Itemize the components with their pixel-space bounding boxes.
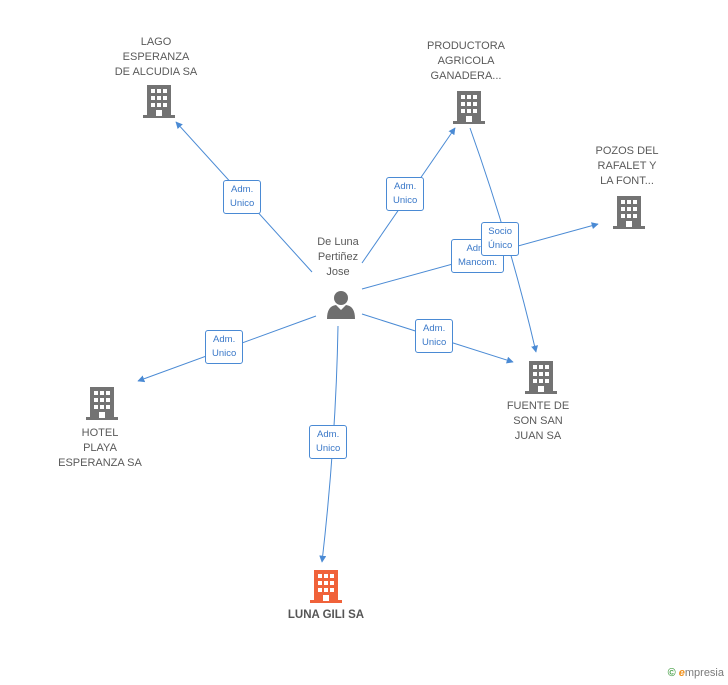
building-icon-main[interactable] [310,570,342,603]
brand-footer[interactable]: ©empresia [668,667,724,679]
edge-label-luna[interactable]: Adm. Unico [309,425,348,459]
copyright-icon: © [667,667,676,679]
building-icon[interactable] [453,91,485,124]
edge-label-socio[interactable]: Socio Único [481,222,520,256]
edge-label-productora[interactable]: Adm. Unico [386,177,425,211]
building-icon[interactable] [525,361,557,394]
person-label[interactable]: De Luna Pertiñez Jose [317,236,359,278]
company-label-fuente[interactable]: FUENTE DE SON SAN JUAN SA [506,400,570,442]
edge-label-fuente[interactable]: Adm. Unico [415,319,454,353]
brand-name: mpresia [684,667,724,679]
edge-label-hotel[interactable]: Adm. Unico [205,330,244,364]
edge-label-lago[interactable]: Adm. Unico [223,180,262,214]
building-icon[interactable] [143,85,175,118]
company-label-hotel[interactable]: HOTEL PLAYA ESPERANZA SA [58,427,142,469]
edge-label-pozos[interactable]: Adm. Mancom. [451,239,505,273]
company-label-luna[interactable]: LUNA GILI SA [287,609,365,621]
company-label-lago[interactable]: LAGO ESPERANZA DE ALCUDIA SA [114,36,198,78]
building-icon[interactable] [613,196,645,229]
person-icon[interactable] [327,291,355,319]
brand-initial: e [678,667,685,679]
building-icon[interactable] [86,387,118,420]
company-label-productora[interactable]: PRODUCTORA AGRICOLA GANADERA... [426,40,506,82]
company-label-pozos[interactable]: POZOS DEL RAFALET Y LA FONT... [595,145,659,187]
